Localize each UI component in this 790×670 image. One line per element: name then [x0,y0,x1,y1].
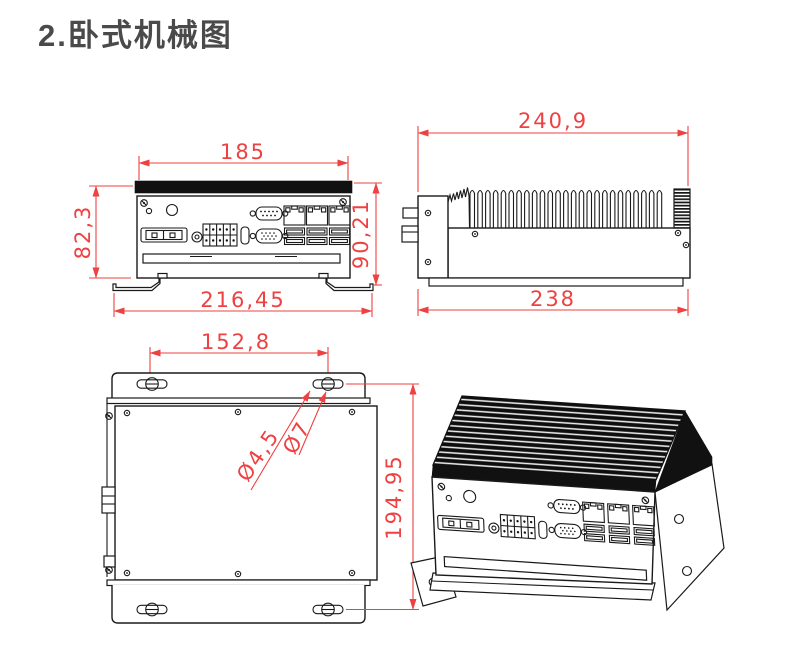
side-antenna-stub [402,207,419,219]
power-button [165,203,179,217]
power-led [145,207,153,215]
bottom-dim-height-right: 194,95 [346,383,419,611]
bottom-dim-hole-spacing: 152,8 [149,330,329,378]
side-view: 240,9 238 [401,109,691,316]
left-side-connector [101,486,116,514]
isometric-view [410,395,725,612]
dim-label-82-3: 82,3 [71,205,95,260]
front-dim-height-right: 90,21 [349,182,382,286]
side-view-fins [469,189,663,228]
iso-power-button [463,489,477,504]
iso-fin-end [654,410,713,493]
dim-label-152-8: 152,8 [201,330,271,354]
bottom-rail [106,579,371,587]
dim-label-238: 238 [530,287,576,311]
iso-flange-hole-2 [681,565,693,577]
side-base-plate [428,277,684,287]
top-rail [106,397,371,405]
dim-label-194-95: 194,95 [382,454,406,539]
mount-bracket-bottom [111,585,366,624]
side-connector-stub [401,225,419,243]
bottom-view: 152,8 [101,330,419,624]
front-dim-height-left: 82,3 [71,185,133,279]
dim-label-216-45: 216,45 [200,288,285,312]
front-view: 185 [71,140,382,317]
iso-front-ports [436,482,656,581]
side-fin-ramp [447,187,471,229]
iso-expansion-slot [443,555,648,581]
side-dim-width-bottom: 238 [417,287,689,316]
iso-flange-hole-1 [673,513,685,525]
front-dim-width-bottom: 216,45 [113,288,373,317]
front-heatsink-band [134,180,353,194]
dim-label-90-21: 90,21 [349,199,373,269]
expansion-slot [142,253,341,264]
dim-label-240-9: 240,9 [518,109,588,133]
bottom-body [114,405,378,581]
side-body [447,227,691,279]
side-fin-end-block [673,188,691,229]
page-title: 2.卧式机械图 [38,18,233,53]
dim-label-185: 185 [220,140,266,164]
side-front-bezel [417,195,449,279]
front-foot-left [112,277,161,292]
side-dim-width-top: 240,9 [417,109,689,192]
left-side-stub [103,555,116,568]
iso-power-led [445,494,452,502]
front-foot-right [325,277,374,292]
front-dim-width-top: 185 [138,140,349,180]
